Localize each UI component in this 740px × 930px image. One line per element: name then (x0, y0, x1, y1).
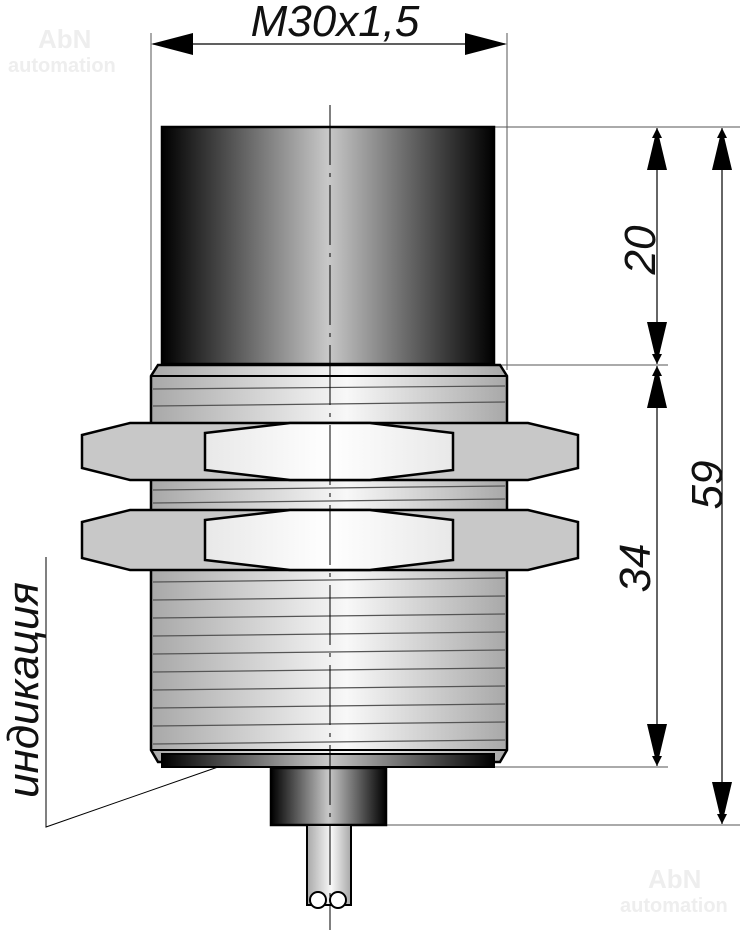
indicator-ring (161, 753, 495, 768)
watermark-top-left: AbN automation (8, 24, 116, 77)
thread-dimension-label: M30x1,5 (251, 0, 420, 46)
svg-text:AbN: AbN (38, 24, 91, 54)
svg-text:automation: automation (8, 55, 116, 77)
cable-gland (269, 766, 388, 827)
total-length-label: 59 (683, 461, 732, 510)
indicator-leader-line (45, 557, 219, 828)
extension-lines (150, 33, 740, 826)
watermark-bottom-right: AbN automation (620, 864, 728, 917)
cable (306, 824, 352, 906)
thread-length-label: 34 (611, 544, 660, 593)
svg-text:AbN: AbN (648, 864, 701, 894)
dimension-arrows (151, 33, 507, 55)
sensing-cap (160, 125, 496, 366)
thread-lines (152, 385, 506, 745)
svg-text:automation: automation (620, 895, 728, 917)
indicator-label: индикация (0, 582, 48, 798)
cap-length-label: 20 (616, 225, 665, 275)
